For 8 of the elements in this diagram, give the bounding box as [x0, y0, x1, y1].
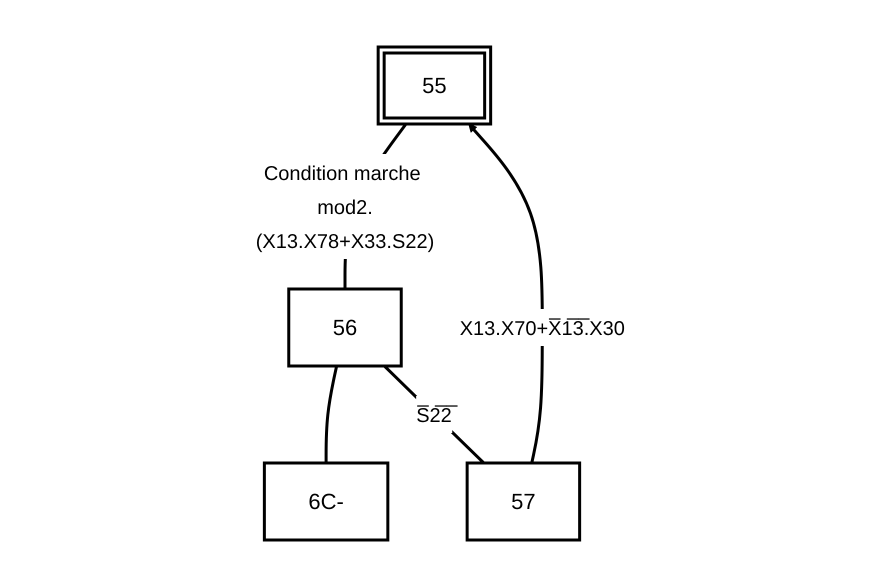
edge-label: X13.X70+X̅1̅3̅.X30 [460, 318, 625, 340]
node-box: 6C- [262, 461, 390, 541]
edge-label: Condition marche mod2.(X13.X78+X33.S22) [256, 162, 434, 252]
connector [324, 365, 338, 462]
node-box: 55 [376, 45, 492, 125]
node-box: 56 [287, 287, 403, 367]
arrow [468, 123, 544, 463]
node-box: 57 [466, 461, 582, 541]
